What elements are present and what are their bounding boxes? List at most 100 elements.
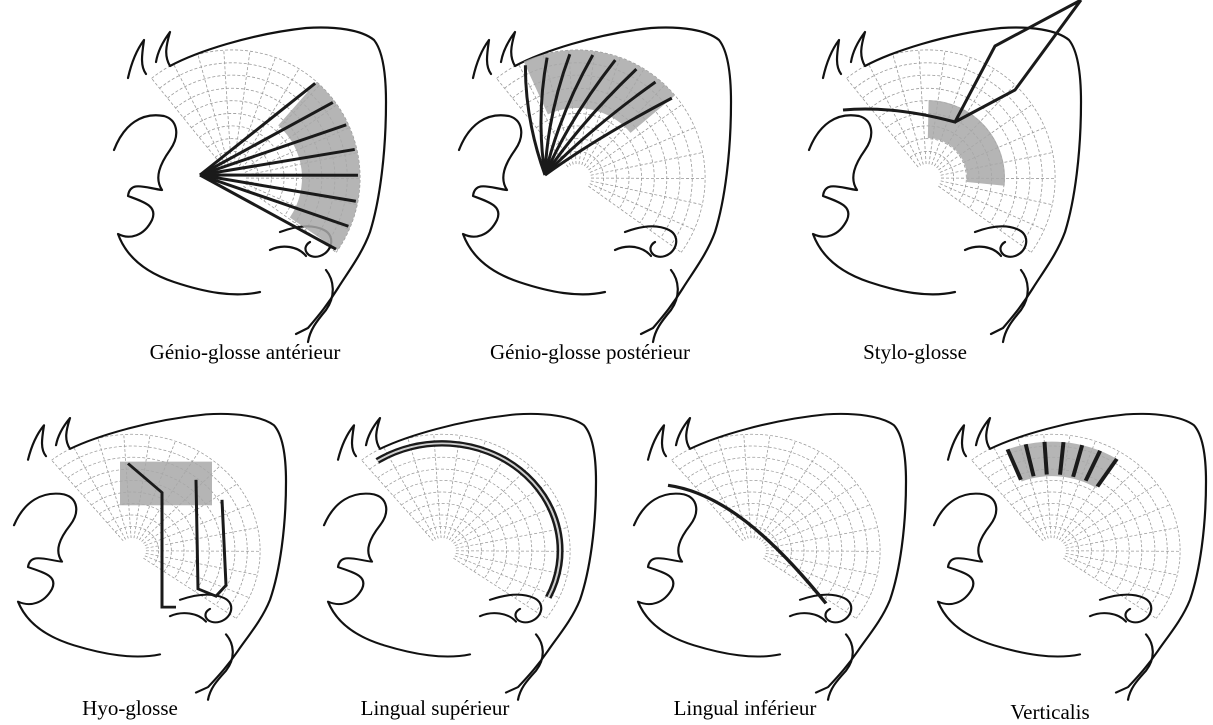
lips-jaw-contour <box>634 494 780 657</box>
panel-caption: Lingual supérieur <box>285 696 585 721</box>
panel-genio-glosse-posterieur: Génio-glosse postérieur <box>445 10 745 380</box>
grid-arc <box>1035 527 1078 565</box>
grid-ray <box>847 78 919 167</box>
grid-arc <box>863 75 1030 238</box>
grid-arc <box>560 151 603 193</box>
panel-verticalis: Verticalis <box>920 398 1213 722</box>
grid-arc <box>696 469 842 598</box>
grid-arc <box>417 515 481 572</box>
grid-ray <box>763 484 856 543</box>
grid-ray <box>763 558 856 618</box>
grid-ray <box>453 558 546 618</box>
grid-ray <box>362 460 434 541</box>
grid-arc <box>362 434 571 618</box>
grid-ray <box>198 55 228 165</box>
grid-ray <box>453 484 546 543</box>
grid-ray <box>455 556 559 598</box>
grid-ray <box>456 553 567 575</box>
muscle-highlight <box>524 50 675 175</box>
grid-ray <box>940 184 1044 230</box>
grid-ray <box>456 528 568 549</box>
grid-ray <box>434 435 441 538</box>
muscle-fiber <box>377 443 560 597</box>
grid-ray <box>152 78 224 167</box>
muscle-fiber <box>377 443 560 597</box>
grid-arc <box>370 446 558 612</box>
panel-caption: Lingual inférieur <box>595 696 895 721</box>
muscle-fiber <box>1045 442 1047 475</box>
grid-arc <box>910 151 953 193</box>
grid-ray <box>766 528 878 549</box>
muscle-fiber <box>843 0 1081 122</box>
grid-ray <box>237 58 276 165</box>
lips-jaw-contour <box>324 494 470 657</box>
panel-lingual-inferieur: Lingual inférieur <box>620 398 920 722</box>
vocal-tract-diagram <box>445 10 745 340</box>
panel-caption: Génio-glosse antérieur <box>95 340 395 365</box>
muscle-highlight <box>668 485 826 603</box>
tongue-grid <box>672 434 881 618</box>
grid-arc <box>393 480 519 591</box>
lips-jaw-contour <box>934 494 1080 657</box>
vocal-tract-diagram <box>920 398 1213 698</box>
grid-arc <box>115 527 158 565</box>
grid-arc <box>401 492 506 585</box>
grid-ray <box>452 466 530 541</box>
grid-ray <box>591 181 702 205</box>
larynx-contour <box>170 613 233 700</box>
grid-ray <box>718 439 748 539</box>
grid-ray <box>1065 556 1169 598</box>
panel-lingual-superieur: Lingual supérieur <box>310 398 610 722</box>
grid-ray <box>408 439 438 539</box>
vocal-tract-diagram <box>795 10 1095 340</box>
panel-caption: Hyo-glosse <box>0 696 280 721</box>
grid-arc <box>1027 515 1091 572</box>
grid-ray <box>447 441 486 539</box>
larynx-contour <box>480 613 543 700</box>
vocal-tract-diagram <box>310 398 610 698</box>
grid-ray <box>449 452 509 540</box>
grid-arc <box>378 457 545 605</box>
grid-ray <box>672 460 744 541</box>
grid-arc <box>703 480 829 591</box>
grid-ray <box>759 452 819 540</box>
grid-ray <box>52 460 124 541</box>
muscle-highlight <box>843 0 1081 186</box>
vocal-tract-diagram <box>620 398 920 698</box>
grid-arc <box>988 457 1155 605</box>
panel-hyo-glosse: Hyo-glosse <box>0 398 300 722</box>
grid-ray <box>456 551 570 552</box>
grid-ray <box>588 186 681 252</box>
grid-ray <box>444 436 460 539</box>
panel-stylo-glosse: Stylo-glosse <box>795 10 1095 380</box>
anatomy-outline <box>809 28 1081 343</box>
grid-ray <box>766 551 880 552</box>
anatomy-outline <box>14 414 286 700</box>
muscle-highlight <box>200 82 360 250</box>
grid-arc <box>672 434 881 618</box>
grid-ray <box>1066 551 1180 552</box>
grid-arc <box>1003 480 1129 591</box>
grid-arc <box>425 527 468 565</box>
panel-caption: Stylo-glosse <box>765 340 1065 365</box>
grid-arc <box>680 446 868 612</box>
grid-arc <box>386 469 532 598</box>
tongue-grid <box>362 434 571 618</box>
muscle-highlight <box>377 443 560 597</box>
lips-jaw-contour <box>809 115 955 294</box>
muscle-fiber <box>668 485 826 603</box>
grid-ray <box>591 178 705 179</box>
lips-jaw-contour <box>14 494 160 657</box>
panel-caption: Verticalis <box>900 700 1200 725</box>
vocal-tract-diagram <box>100 10 400 340</box>
larynx-contour <box>615 247 678 342</box>
grid-ray <box>591 153 703 176</box>
grid-arc <box>727 515 791 572</box>
larynx-contour <box>270 247 333 342</box>
grid-ray <box>224 50 231 164</box>
panel-caption: Génio-glosse postérieur <box>440 340 740 365</box>
grid-ray <box>938 186 1031 252</box>
muscle-region <box>928 100 1005 186</box>
grid-ray <box>590 184 694 230</box>
